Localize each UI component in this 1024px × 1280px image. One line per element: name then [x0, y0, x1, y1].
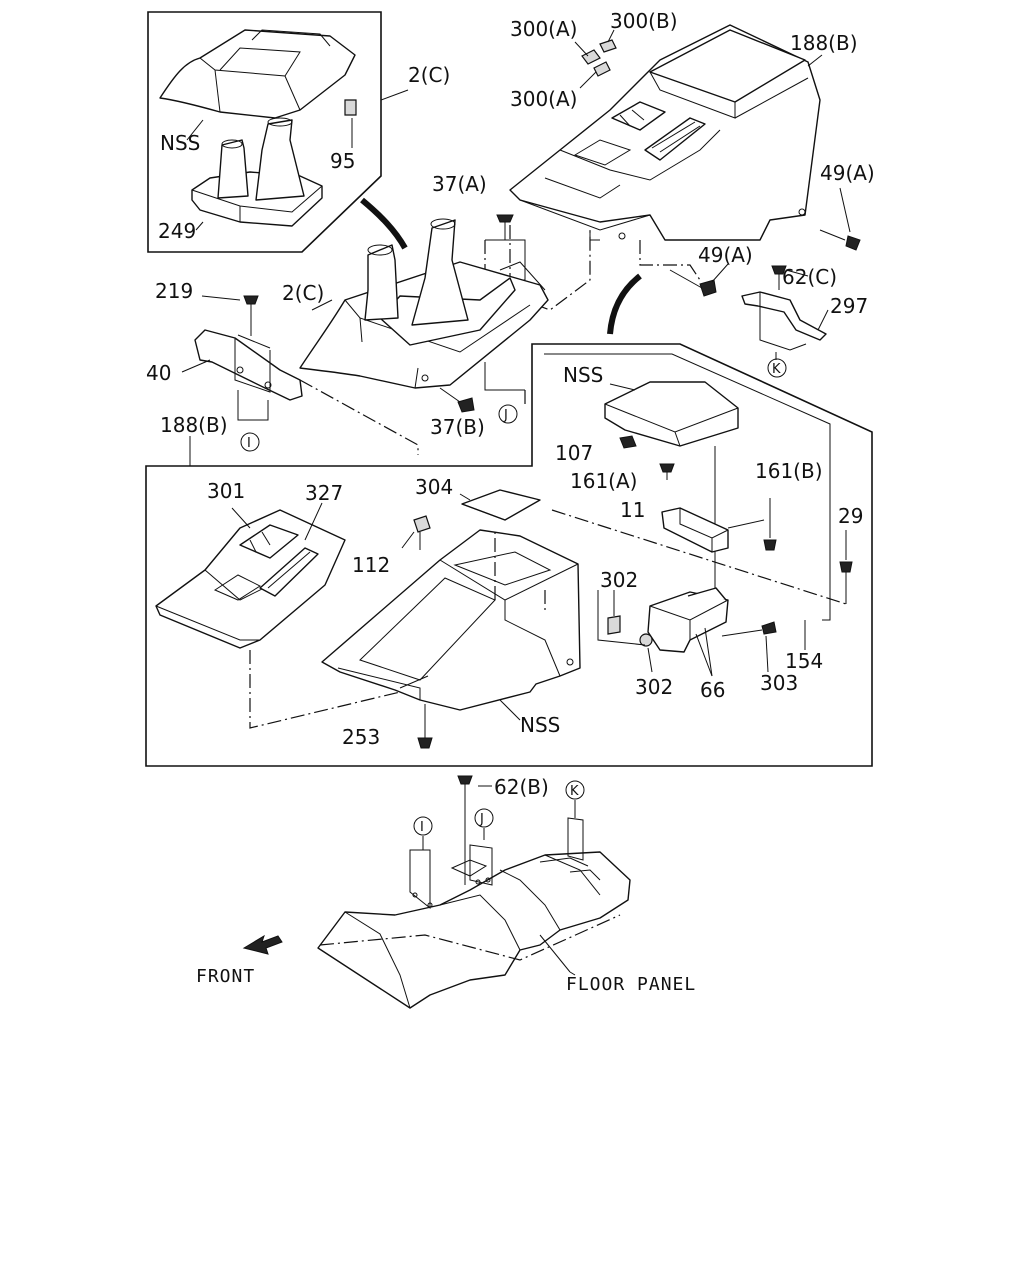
- curve-arrow-right: [607, 273, 642, 335]
- label-nss-lid: NSS: [563, 363, 603, 387]
- marker-i-mid: [240, 432, 260, 452]
- bolt-49a-right-icon: [845, 235, 861, 251]
- bolt-49a-mid-icon: [699, 279, 717, 297]
- clip-302-icon: [607, 615, 621, 635]
- marker-k-bottom-text: K: [570, 784, 579, 799]
- hinge-11-group: 11 161(B): [620, 459, 823, 553]
- shift-boot-assembly: J 2(C) 37(B): [282, 218, 549, 439]
- bracket-40-group: 40 I 219 40: [146, 279, 419, 455]
- upper-console-group: 300(A) 300(B) 300(A) 188(B) 49(A) 49(A) …: [432, 9, 875, 311]
- marker-j-mid-text: J: [503, 408, 508, 423]
- clip-95-icon: [344, 99, 357, 116]
- label-249: 249: [158, 219, 196, 243]
- label-37a: 37(A): [432, 172, 487, 196]
- marker-j-bottom: [474, 808, 494, 828]
- label-112: 112: [352, 553, 390, 577]
- clip-107-icon: [619, 435, 637, 449]
- label-95: 95: [330, 149, 355, 173]
- label-floor-panel: FLOOR PANEL: [566, 974, 696, 995]
- screw-29-icon: [839, 561, 853, 573]
- floor-panel-group: 62(B) K I J FRONT FLOOR PANEL: [196, 775, 696, 1009]
- label-161b: 161(B): [755, 459, 823, 483]
- label-300a-bottom: 300(A): [510, 87, 577, 111]
- label-11: 11: [620, 498, 645, 522]
- nut-302-icon: [639, 633, 653, 647]
- marker-k-top-text: K: [772, 362, 781, 377]
- curve-arrow-left: [360, 197, 408, 250]
- screw-303-icon: [761, 621, 777, 635]
- screw-253-icon: [417, 737, 433, 749]
- label-49a-right: 49(A): [820, 161, 875, 185]
- bracket-297-group: K 62(C) 297: [741, 265, 868, 378]
- label-161a: 161(A): [570, 469, 637, 493]
- screw-62c-icon: [771, 265, 787, 275]
- clip-112-icon: [413, 515, 431, 533]
- clip-300a2-icon: [593, 61, 611, 77]
- marker-j-mid: [498, 404, 518, 424]
- label-37b: 37(B): [430, 415, 485, 439]
- label-297: 297: [830, 294, 868, 318]
- marker-i-bottom: [413, 816, 433, 836]
- label-188b-mid: 188(B): [160, 413, 228, 437]
- screw-161a-icon: [659, 463, 675, 473]
- label-66: 66: [700, 678, 725, 702]
- screw-161b-icon: [763, 539, 777, 551]
- label-40: 40: [146, 361, 171, 385]
- ashtray-group: 302 302 66 303 154: [597, 568, 823, 702]
- marker-k-bottom: [565, 780, 585, 800]
- label-62b: 62(B): [494, 775, 549, 799]
- screw-37b-icon: [457, 397, 475, 413]
- label-303: 303: [760, 671, 798, 695]
- armrest-lid-group: NSS 107 161(A): [555, 363, 739, 590]
- marker-k-top: [767, 358, 787, 378]
- label-nss-inset: NSS: [160, 131, 200, 155]
- screw-37a-icon: [496, 214, 514, 223]
- label-188b-top: 188(B): [790, 31, 858, 55]
- label-154: 154: [785, 649, 823, 673]
- label-2c-mid: 2(C): [282, 281, 324, 305]
- label-2c-top: 2(C): [408, 63, 450, 87]
- label-302-bottom: 302: [635, 675, 673, 699]
- console-assembly-frame: [145, 343, 873, 767]
- lid-304-icon: [461, 489, 541, 521]
- trim-301-327-group: 301 327: [155, 479, 451, 729]
- label-253: 253: [342, 725, 380, 749]
- label-301: 301: [207, 479, 245, 503]
- marker-j-bottom-text: J: [479, 812, 484, 827]
- console-body-group: 304 112 NSS 253: [321, 475, 581, 749]
- screw-62b-icon: [457, 775, 473, 785]
- label-302-top: 302: [600, 568, 638, 592]
- label-300b: 300(B): [610, 9, 678, 33]
- label-327: 327: [305, 481, 343, 505]
- front-arrow-icon: [242, 934, 283, 955]
- clip-300a-icon: [581, 49, 601, 65]
- label-300a-top: 300(A): [510, 17, 577, 41]
- bolt-219-icon: [243, 295, 259, 305]
- inset-shift-boot-box: NSS 95 249 2(C): [147, 11, 450, 253]
- label-107: 107: [555, 441, 593, 465]
- label-29: 29: [838, 504, 863, 528]
- marker-i-bottom-text: I: [420, 820, 424, 835]
- label-nss-console: NSS: [520, 713, 560, 737]
- marker-i-mid-label: I: [247, 436, 251, 451]
- label-62c: 62(C): [782, 265, 837, 289]
- label-219: 219: [155, 279, 193, 303]
- label-49a-mid: 49(A): [698, 243, 753, 267]
- label-304: 304: [415, 475, 453, 499]
- label-front: FRONT: [196, 966, 255, 987]
